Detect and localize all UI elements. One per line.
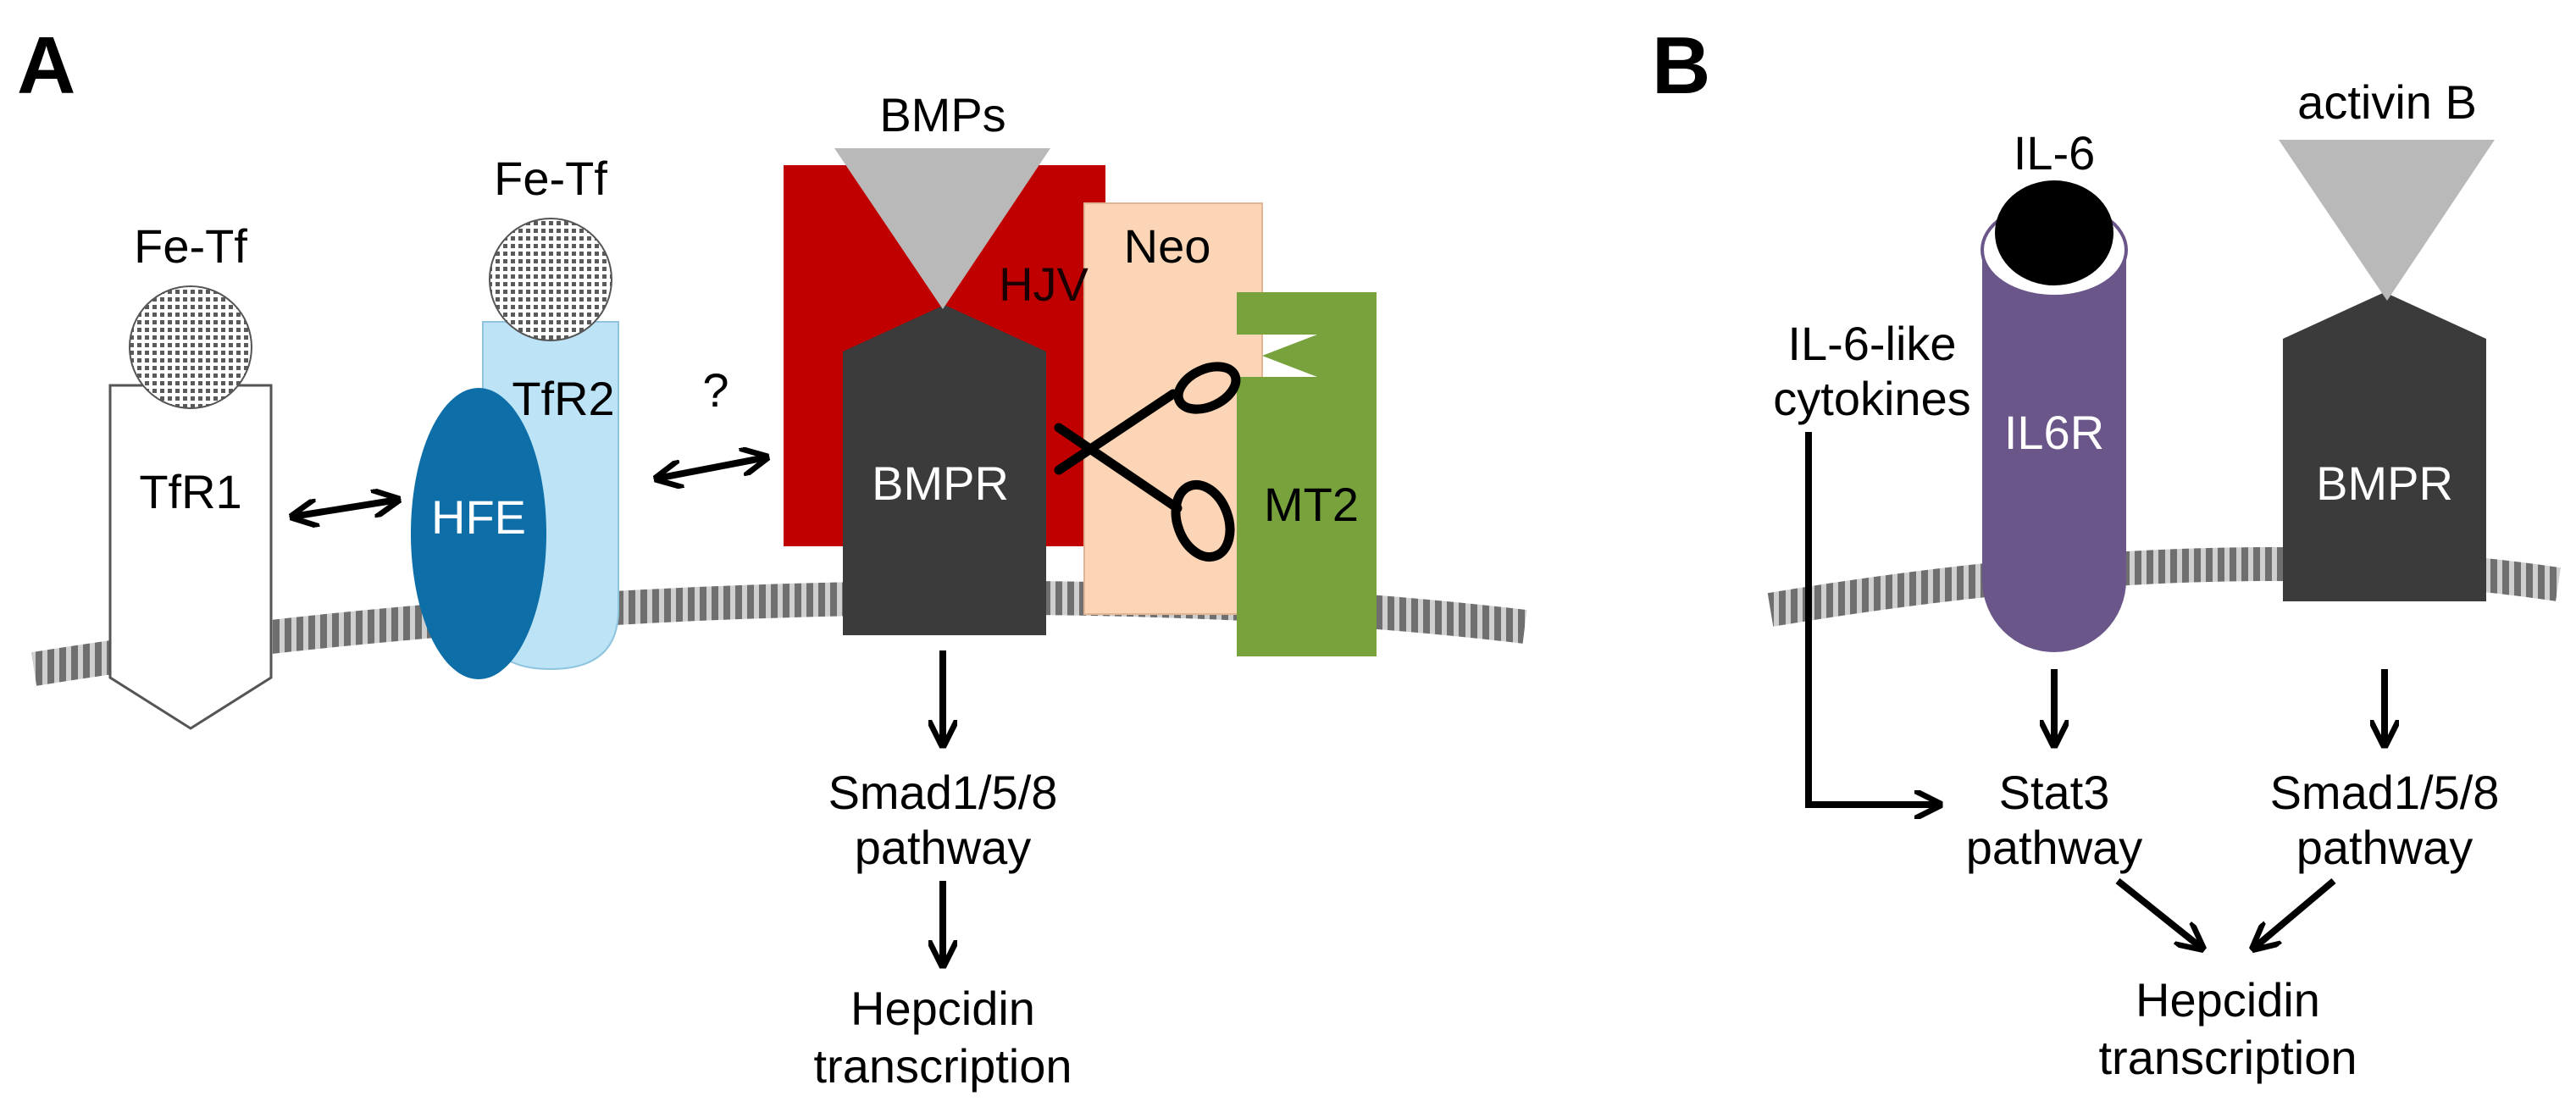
tfr2-label: TfR2 [512,372,614,425]
smad-label-line1-b: Smad1/5/8 [2270,766,2500,819]
smad-label-line2-a: pathway [855,821,1032,874]
bmpr-receptor-a [843,305,1046,635]
panel-b: B IL-6 IL6R activin B BMPR IL-6-like cyt… [1652,20,2561,1084]
mt2-protease [1237,292,1377,656]
neogenin-receptor [1083,202,1263,615]
il6-label: IL-6 [2014,126,2096,180]
il6r-label: IL6R [2004,406,2104,459]
tfr1-label: TfR1 [139,465,241,518]
tfr1-hfe-arrow [292,500,398,517]
mt2-label: MT2 [1264,478,1359,531]
hepcidin-label-line2-a: transcription [813,1039,1072,1093]
bmpr-label-a: BMPR [872,457,1009,510]
bmpr-label-b: BMPR [2316,457,2453,510]
hepcidin-label-line2-b: transcription [2098,1031,2357,1084]
fe-tf-ligand-2 [489,218,612,341]
hepcidin-label-line1-a: Hepcidin [850,982,1035,1035]
bmps-label: BMPs [879,88,1005,141]
cytokines-label-line1: IL-6-like [1787,317,1956,370]
activin-b-ligand [2279,140,2495,301]
panel-b-letter: B [1652,20,1710,111]
stat3-to-hepcidin-arrow [2115,877,2202,949]
fe-tf-ligand-1 [129,285,252,409]
scissors-icon [1054,362,1241,562]
stat3-label-line2: pathway [1966,821,2143,874]
il6r-receptor [1982,250,2126,652]
smad-label-line2-b: pathway [2296,821,2474,874]
smad-label-line1-a: Smad1/5/8 [828,766,1058,819]
fe-tf-label-1: Fe-Tf [134,219,247,273]
tfr1-receptor [108,384,273,730]
fe-tf-label-2: Fe-Tf [494,152,607,205]
activin-b-label: activin B [2297,75,2477,129]
cytokines-label-line2: cytokines [1773,372,1970,425]
neo-label: Neo [1124,219,1211,273]
bmpr-receptor-b [2283,292,2486,601]
hfe-label: HFE [431,490,526,544]
tfr2-hjv-arrow [656,457,767,479]
panel-a: A Fe-Tf TfR1 Fe-Tf TfR2 HFE ? BMPs Neo [17,20,1527,1093]
smad-to-hepcidin-arrow-b [2253,877,2336,949]
hfe-protein [411,388,546,679]
hepcidin-label-line1-b: Hepcidin [2136,973,2320,1027]
stat3-label-line1: Stat3 [1999,766,2110,819]
il6-ligand [1995,180,2113,285]
panel-a-letter: A [17,20,75,111]
question-mark: ? [702,363,728,417]
hjv-label: HJV [999,257,1089,311]
bmps-ligand [834,148,1050,309]
cytokines-to-stat3-arrow [1805,432,1940,805]
